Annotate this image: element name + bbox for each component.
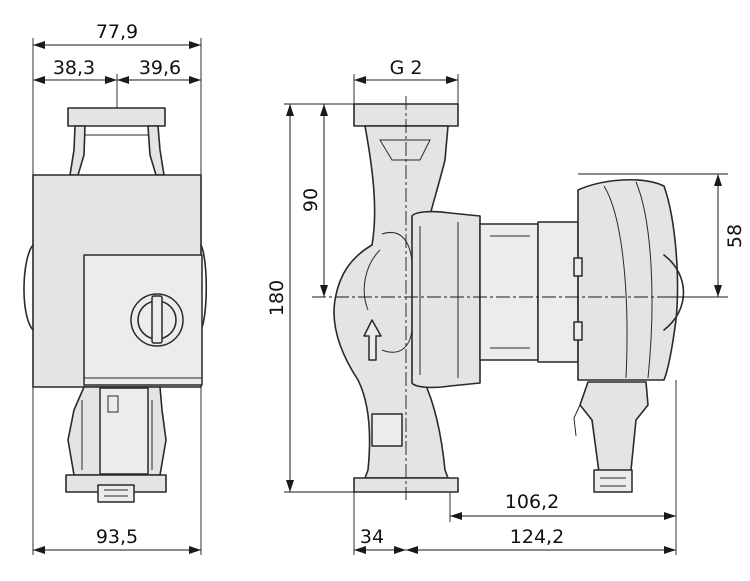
- front-view: [23, 107, 208, 503]
- dim-depth-total: 124,2: [510, 526, 564, 548]
- centerlines: [312, 96, 720, 500]
- dim-width-left: 38,3: [53, 57, 95, 79]
- selector-knob-icon: [130, 293, 184, 347]
- top-flange: [67, 107, 166, 127]
- plug-connector: [97, 484, 135, 503]
- terminal-block: [99, 387, 149, 475]
- stator-body: [479, 223, 539, 361]
- side-view-dimensions: G 2 90 180 58 106,2 34 124,2: [266, 57, 746, 555]
- bottom-flange: [65, 474, 167, 493]
- motor-can: [411, 210, 481, 389]
- electronics-module: [577, 178, 679, 381]
- front-view-dimensions: 77,9 38,3 39,6 93,5: [32, 21, 202, 555]
- outlet-flange-bottom: [353, 477, 459, 493]
- nameplate: [371, 413, 403, 447]
- dim-height-half: 90: [300, 188, 322, 212]
- dim-motor-half: 58: [724, 224, 746, 248]
- plug-connector-side: [593, 469, 633, 493]
- top-neck-left: [69, 125, 86, 176]
- dim-width-bottom: 93,5: [96, 526, 138, 548]
- dim-width-right: 39,6: [139, 57, 181, 79]
- cable-connector: [579, 381, 649, 481]
- stator-rear: [537, 221, 579, 363]
- dim-offset: 34: [360, 526, 384, 548]
- top-neck-right: [147, 125, 165, 176]
- dim-connection: G 2: [390, 57, 423, 79]
- side-view: [333, 103, 685, 493]
- dim-depth-axis: 106,2: [505, 491, 559, 513]
- flow-direction-arrow-icon: [363, 319, 382, 361]
- dim-height-total: 180: [266, 280, 288, 316]
- dim-width-overall: 77,9: [96, 21, 138, 43]
